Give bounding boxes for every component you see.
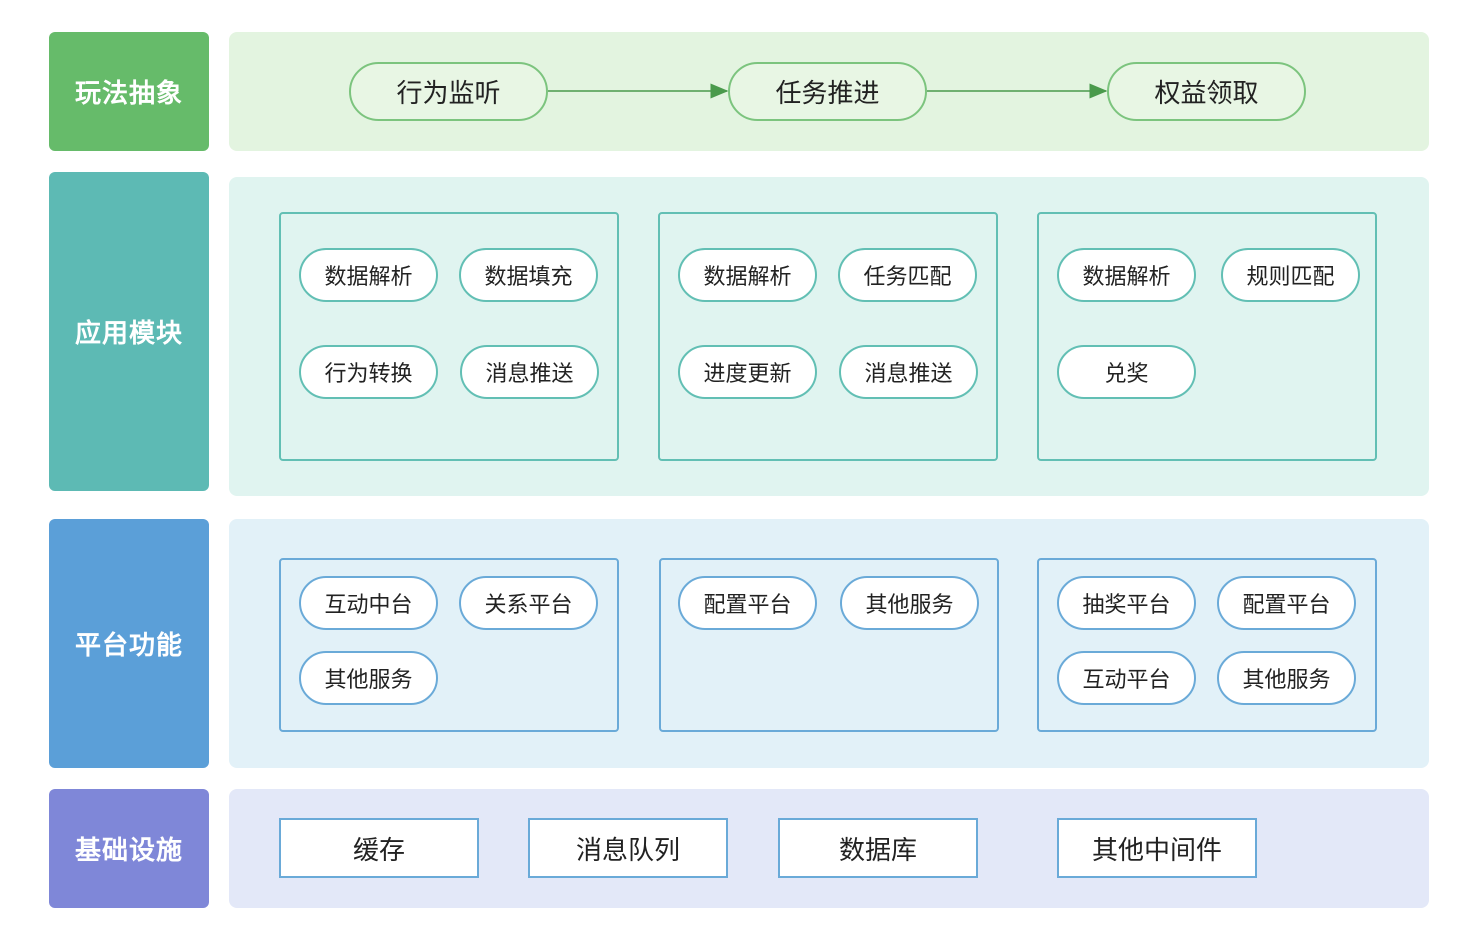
app-module-progress-update: 进度更新 — [678, 345, 817, 399]
app-module-data-parse: 数据解析 — [678, 248, 817, 302]
platform-group-1 — [279, 558, 619, 732]
infra-other-middleware: 其他中间件 — [1057, 818, 1257, 878]
app-module-message-push: 消息推送 — [460, 345, 599, 399]
layer-label-platform: 平台功能 — [49, 519, 209, 768]
platform-service-config: 配置平台 — [678, 576, 817, 630]
layer-band-application — [229, 177, 1429, 496]
app-module-data-parse: 数据解析 — [299, 248, 438, 302]
infra-database: 数据库 — [778, 818, 978, 878]
infra-cache: 缓存 — [279, 818, 479, 878]
platform-group-3 — [1037, 558, 1377, 732]
layer-label-application: 应用模块 — [49, 172, 209, 491]
platform-service-relation: 关系平台 — [459, 576, 598, 630]
app-module-data-parse: 数据解析 — [1057, 248, 1196, 302]
app-module-redeem: 兑奖 — [1057, 345, 1196, 399]
platform-service-interaction: 互动平台 — [1057, 651, 1196, 705]
app-module-behavior-convert: 行为转换 — [299, 345, 438, 399]
app-group-3 — [1037, 212, 1377, 461]
platform-service-other: 其他服务 — [840, 576, 979, 630]
app-module-message-push: 消息推送 — [839, 345, 978, 399]
platform-service-interaction-hub: 互动中台 — [299, 576, 438, 630]
app-group-1 — [279, 212, 619, 461]
app-module-rule-match: 规则匹配 — [1221, 248, 1360, 302]
layer-band-platform — [229, 519, 1429, 768]
platform-service-lottery: 抽奖平台 — [1057, 576, 1196, 630]
infra-message-queue: 消息队列 — [528, 818, 728, 878]
layer-label-gameplay: 玩法抽象 — [49, 32, 209, 151]
layer-label-infrastructure: 基础设施 — [49, 789, 209, 908]
flow-step-task-advance: 任务推进 — [728, 62, 927, 121]
platform-service-other: 其他服务 — [1217, 651, 1356, 705]
app-module-task-match: 任务匹配 — [838, 248, 977, 302]
platform-service-other: 其他服务 — [299, 651, 438, 705]
platform-service-config: 配置平台 — [1217, 576, 1356, 630]
flow-step-benefit-claim: 权益领取 — [1107, 62, 1306, 121]
platform-group-2 — [659, 558, 999, 732]
app-group-2 — [658, 212, 998, 461]
flow-step-behavior-listen: 行为监听 — [349, 62, 548, 121]
app-module-data-fill: 数据填充 — [459, 248, 598, 302]
